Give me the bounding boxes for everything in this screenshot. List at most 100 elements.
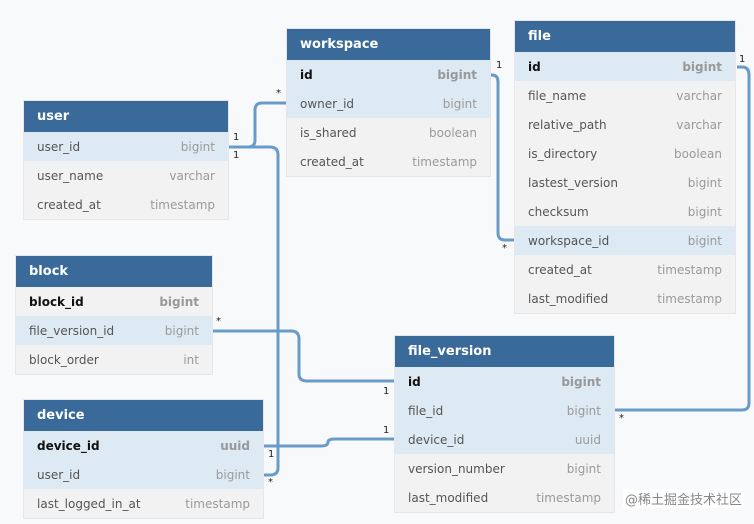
table-header[interactable]: file_version	[395, 336, 614, 367]
table-row[interactable]: id bigint	[515, 52, 735, 81]
field-type: bigint	[566, 403, 601, 418]
field-type: bigint	[687, 233, 722, 248]
field-name: file_version_id	[29, 323, 115, 338]
field-name: device_id	[408, 432, 465, 447]
cardinality-many-label: *	[276, 88, 281, 99]
field-type: bigint	[437, 67, 477, 82]
field-name: device_id	[37, 438, 100, 453]
cardinality-one-label: 1	[383, 425, 390, 436]
field-type: timestamp	[536, 490, 601, 505]
cardinality-one-label: 1	[383, 386, 390, 397]
cardinality-one-label: 1	[233, 132, 240, 143]
table-row[interactable]: file_version_id bigint	[16, 316, 212, 345]
field-type: timestamp	[657, 262, 722, 277]
field-name: file_id	[408, 403, 444, 418]
field-name: created_at	[300, 154, 364, 169]
table-header[interactable]: block	[16, 256, 212, 287]
table-row[interactable]: created_at timestamp	[24, 190, 228, 219]
field-name: block_order	[29, 352, 99, 367]
table-row[interactable]: is_shared boolean	[287, 118, 490, 147]
field-type: timestamp	[185, 496, 250, 511]
cardinality-one-label: 1	[268, 449, 275, 460]
field-type: timestamp	[657, 291, 722, 306]
field-name: id	[408, 374, 421, 389]
table-row[interactable]: id bigint	[287, 60, 490, 89]
table-row[interactable]: user_id bigint	[24, 132, 228, 161]
field-type: bigint	[180, 139, 215, 154]
field-type: bigint	[687, 204, 722, 219]
field-name: workspace_id	[528, 233, 610, 248]
field-name: lastest_version	[528, 175, 618, 190]
field-type: bigint	[566, 461, 601, 476]
watermark: @稀土掘金技术社区	[622, 489, 744, 508]
field-type: varchar	[676, 117, 722, 132]
field-type: int	[183, 352, 199, 367]
field-name: checksum	[528, 204, 589, 219]
rel-file-fileversion	[614, 65, 751, 412]
table-header[interactable]: file	[515, 21, 735, 52]
field-name: id	[528, 59, 541, 74]
table-row[interactable]: last_modified timestamp	[395, 483, 614, 512]
field-name: id	[300, 67, 313, 82]
table-header[interactable]: user	[24, 101, 228, 132]
field-name: user_name	[37, 168, 104, 183]
table-row[interactable]: last_logged_in_at timestamp	[24, 489, 263, 518]
field-type: uuid	[574, 432, 601, 447]
field-type: bigint	[442, 96, 477, 111]
table-row[interactable]: created_at timestamp	[287, 147, 490, 176]
table-row[interactable]: created_at timestamp	[515, 255, 735, 284]
field-name: version_number	[408, 461, 505, 476]
field-name: created_at	[528, 262, 592, 277]
field-name: created_at	[37, 197, 101, 212]
table-row[interactable]: checksum bigint	[515, 197, 735, 226]
table-row[interactable]: block_order int	[16, 345, 212, 374]
field-type: timestamp	[412, 154, 477, 169]
field-type: varchar	[169, 168, 215, 183]
cardinality-many-label: *	[619, 413, 624, 424]
field-type: uuid	[220, 438, 250, 453]
field-name: last_modified	[408, 490, 489, 505]
field-type: bigint	[682, 59, 722, 74]
table-row[interactable]: workspace_id bigint	[515, 226, 735, 255]
field-name: last_logged_in_at	[37, 496, 141, 511]
field-type: timestamp	[150, 197, 215, 212]
field-name: user_id	[37, 139, 81, 154]
table-header[interactable]: device	[24, 400, 263, 431]
field-type: bigint	[164, 323, 199, 338]
table-row[interactable]: device_id uuid	[395, 425, 614, 454]
field-type: boolean	[429, 125, 477, 140]
table-row[interactable]: is_directory boolean	[515, 139, 735, 168]
cardinality-many-label: *	[268, 477, 273, 488]
rel-workspace-file	[490, 73, 515, 242]
field-name: file_name	[528, 88, 587, 103]
field-type: bigint	[561, 374, 601, 389]
table-header[interactable]: workspace	[287, 29, 490, 60]
field-type: bigint	[215, 467, 250, 482]
field-name: is_shared	[300, 125, 357, 140]
rel-user-device	[228, 145, 280, 477]
table-row[interactable]: id bigint	[395, 367, 614, 396]
table-row[interactable]: device_id uuid	[24, 431, 263, 460]
table-user[interactable]: user user_id bigint user_name varchar crea…	[24, 101, 228, 219]
field-name: is_directory	[528, 146, 598, 161]
rel-block-fileversion	[212, 329, 395, 383]
cardinality-one-label: 1	[739, 54, 746, 65]
table-row[interactable]: file_id bigint	[395, 396, 614, 425]
table-row[interactable]: user_name varchar	[24, 161, 228, 190]
cardinality-many-label: *	[216, 316, 221, 327]
field-type: boolean	[674, 146, 722, 161]
table-row[interactable]: version_number bigint	[395, 454, 614, 483]
